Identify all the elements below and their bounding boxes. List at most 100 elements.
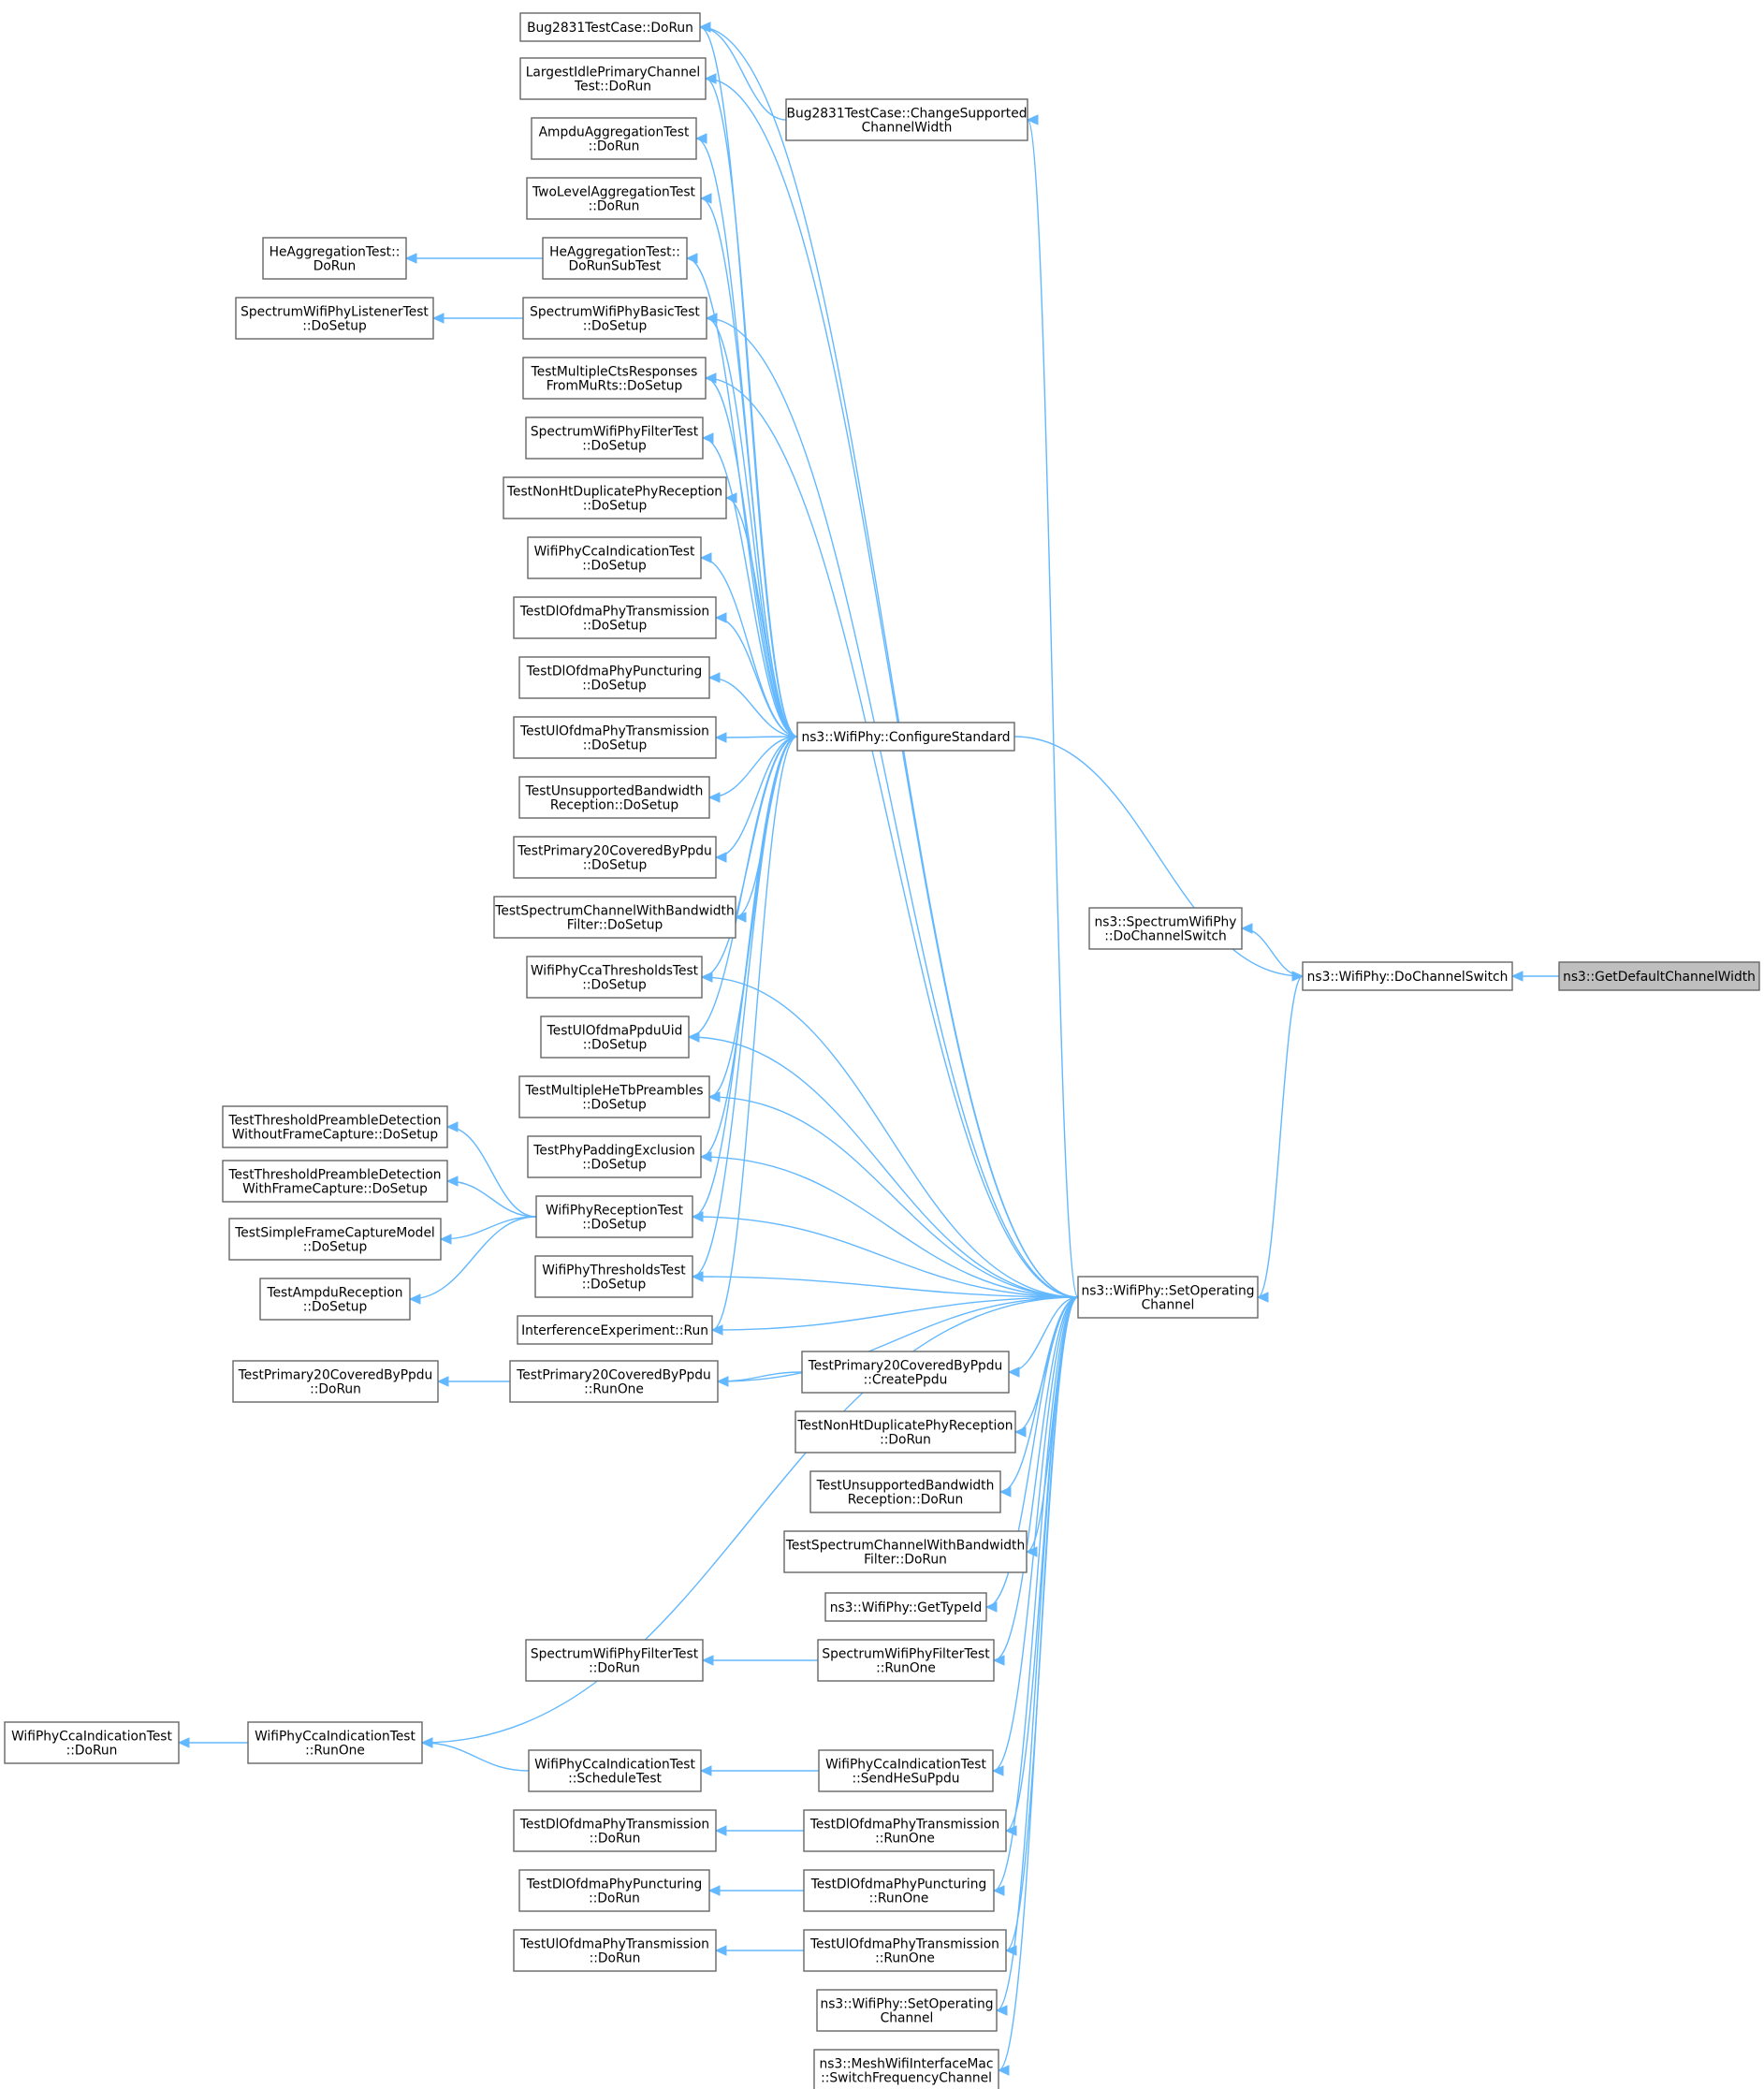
graph-node[interactable]: TestMultipleCtsResponsesFromMuRts::DoSet… [522,357,707,400]
graph-node[interactable]: WifiPhyCcaIndicationTest::DoSetup [527,536,702,579]
node-label-line: TestThresholdPreambleDetection [227,1114,441,1129]
node-label-line: ::RunOne [875,1832,935,1847]
arrowhead-n48-n4 [1004,1825,1017,1836]
graph-node[interactable]: ns3::MeshWifiInterfaceMac::SwitchFrequen… [813,2049,999,2089]
node-label-line: ChannelWidth [862,121,953,136]
node-label-line: SpectrumWifiPhyFilterTest [531,425,699,440]
arrowhead-n41-n4 [984,1601,998,1613]
edge-layer [177,22,1559,2076]
graph-node[interactable]: WifiPhyReceptionTest::DoSetup [535,1195,693,1238]
graph-node[interactable]: TestDlOfdmaPhyTransmission::RunOne [803,1809,1007,1852]
edge-n16-n3 [725,497,798,738]
graph-node[interactable]: TestPrimary20CoveredByPpdu::DoSetup [513,836,717,879]
graph-node[interactable]: TestUnsupportedBandwidthReception::DoSet… [518,776,710,819]
edge-n34-n3 [711,736,798,1331]
edge-n29-n28 [446,1126,537,1218]
graph-node[interactable]: WifiPhyThresholdsTest::DoSetup [534,1255,693,1298]
graph-node[interactable]: InterferenceExperiment::Run [517,1315,713,1345]
graph-node[interactable]: ns3::WifiPhy::GetTypeId [824,1592,987,1622]
graph-node[interactable]: TestAmpduReception::DoSetup [259,1278,411,1321]
node-box [513,716,717,759]
graph-node[interactable]: TestMultipleHeTbPreambles::DoSetup [518,1075,710,1118]
graph-node[interactable]: TestDlOfdmaPhyPuncturing::DoSetup [518,656,710,699]
graph-node[interactable]: HeAggregationTest::DoRunSubTest [542,237,688,280]
graph-node[interactable]: TestPrimary20CoveredByPpdu::DoRun [232,1360,439,1403]
node-label-line: ::DoRun [66,1744,118,1759]
node-box [222,1160,448,1203]
graph-node[interactable]: SpectrumWifiPhyBasicTest::DoSetup [522,297,707,340]
node-label-line: TestPrimary20CoveredByPpdu [517,844,712,859]
graph-node[interactable]: WifiPhyCcaIndicationTest::SendHeSuPpdu [818,1749,994,1792]
node-label-line: TestPrimary20CoveredByPpdu [238,1368,433,1383]
edge-n12-n4 [706,317,1079,1298]
node-label-line: TestMultipleCtsResponses [531,365,698,380]
graph-node[interactable]: AmpduAggregationTest::DoRun [531,117,697,160]
graph-node[interactable]: SpectrumWifiPhyListenerTest::DoSetup [235,297,434,340]
graph-node[interactable]: SpectrumWifiPhyFilterTest::DoRun [525,1639,704,1682]
node-label-line: ::DoSetup [582,1218,647,1233]
edge-n54-n4 [996,1296,1079,2011]
arrowhead-n32-n28 [408,1293,421,1305]
graph-node[interactable]: WifiPhyCcaIndicationTest::DoRun [4,1721,180,1764]
node-label-line: ns3::MeshWifiInterfaceMac [820,2057,994,2072]
graph-node[interactable]: TestDlOfdmaPhyTransmission::DoRun [513,1809,717,1852]
arrowhead-n19-n3 [707,672,721,683]
graph-node[interactable]: TestPrimary20CoveredByPpdu::CreatePpdu [801,1351,1010,1394]
arrowhead-n21-n3 [707,792,721,803]
graph-node[interactable]: TestNonHtDuplicatePhyReception::DoSetup [503,476,727,519]
graph-node[interactable]: TwoLevelAggregationTest::DoRun [526,177,702,220]
node-label-line: WithoutFrameCapture::DoSetup [232,1128,438,1143]
graph-node[interactable]: TestPrimary20CoveredByPpdu::RunOne [509,1360,719,1403]
arrowhead-n28-n4 [691,1211,704,1222]
arrowhead-n27-n4 [699,1151,712,1162]
graph-node[interactable]: TestUlOfdmaPhyTransmission::DoRun [513,1929,717,1972]
node-label-line: TestThresholdPreambleDetection [227,1168,441,1183]
node-label-line: ::DoSetup [582,1158,647,1173]
graph-node[interactable]: ns3::SpectrumWifiPhy::DoChannelSwitch [1088,907,1243,950]
node-label-line: ::RunOne [876,1661,936,1676]
graph-node[interactable]: Bug2831TestCase::ChangeSupportedChannelW… [785,98,1028,141]
node-box [785,98,1028,141]
graph-node[interactable]: TestNonHtDuplicatePhyReception::DoRun [795,1410,1016,1454]
node-box [803,1809,1007,1852]
graph-node[interactable]: WifiPhyCcaThresholdsTest::DoSetup [526,956,703,999]
graph-node[interactable]: TestDlOfdmaPhyPuncturing::DoRun [518,1869,710,1912]
arrowhead-n13-n12 [431,313,445,324]
graph-node[interactable]: TestPhyPaddingExclusion::DoSetup [527,1135,702,1178]
arrowhead-n42-n4 [992,1655,1005,1666]
node-label-line: Channel [881,2011,934,2026]
arrowhead-n16-n3 [724,492,737,504]
graph-node[interactable]: TestSimpleFrameCaptureModel::DoSetup [228,1218,442,1261]
graph-node[interactable]: TestDlOfdmaPhyTransmission::DoSetup [513,596,717,639]
graph-node[interactable]: TestUlOfdmaPhyTransmission::DoSetup [513,716,717,759]
graph-node[interactable]: ns3::WifiPhy::ConfigureStandard [796,722,1015,752]
node-label-line: TestDlOfdmaPhyTransmission [519,605,709,620]
edge-n50-n4 [993,1296,1079,1892]
node-box [783,1530,1028,1573]
graph-node[interactable]: SpectrumWifiPhyFilterTest::RunOne [817,1639,995,1682]
node-label-line: ::DoSetup [582,1278,647,1293]
graph-node[interactable]: TestUlOfdmaPhyTransmission::RunOne [803,1929,1007,1972]
node-label-line: WifiPhyCcaIndicationTest [534,545,695,560]
graph-node[interactable]: Bug2831TestCase::DoRun [519,12,701,42]
node-label-line: ::RunOne [584,1382,644,1397]
graph-node[interactable]: TestUlOfdmaPpduUid::DoSetup [540,1015,690,1059]
graph-node[interactable]: ns3::WifiPhy::DoChannelSwitch [1302,961,1513,991]
graph-node[interactable]: WifiPhyCcaIndicationTest::ScheduleTest [528,1749,702,1792]
node-box [247,1721,423,1764]
graph-node[interactable]: TestThresholdPreambleDetectionWithoutFra… [222,1105,448,1148]
graph-node[interactable]: TestThresholdPreambleDetectionWithFrameC… [222,1160,448,1203]
graph-node[interactable]: HeAggregationTest::DoRun [262,237,407,280]
arrowhead-n38-n4 [1013,1426,1027,1438]
graph-node[interactable]: TestSpectrumChannelWithBandwidthFilter::… [783,1530,1028,1573]
graph-node[interactable]: TestSpectrumChannelWithBandwidthFilter::… [493,896,736,939]
node-layer: ns3::GetDefaultChannelWidthns3::WifiPhy:… [4,12,1760,2089]
graph-node[interactable]: SpectrumWifiPhyFilterTest::DoSetup [525,416,704,460]
graph-node[interactable]: TestDlOfdmaPhyPuncturing::RunOne [803,1869,995,1912]
arrowhead-n53-n52 [714,1945,727,1956]
graph-node[interactable]: WifiPhyCcaIndicationTest::RunOne [247,1721,423,1764]
